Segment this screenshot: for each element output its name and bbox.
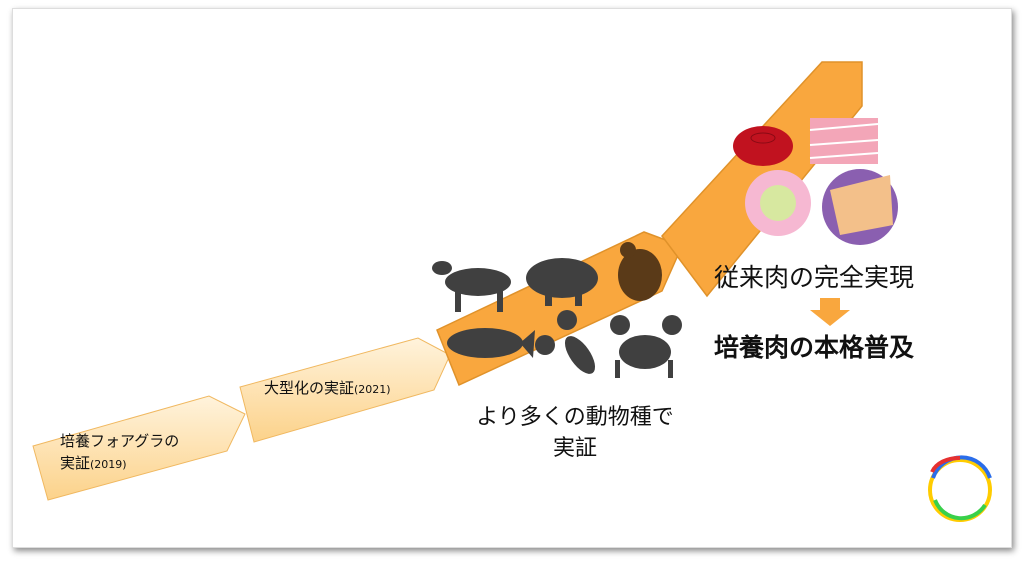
- epithelial-cell-icon: [822, 169, 898, 245]
- step-arrow-1: [32, 395, 246, 501]
- chicken-icon: [618, 242, 662, 301]
- step-2-text: 大型化の実証: [264, 379, 355, 397]
- step-3-line1: より多くの動物種で: [476, 405, 674, 430]
- step-1-year: (2019): [90, 458, 127, 471]
- step-arrow-2: [239, 337, 451, 443]
- muscle-cell-icon: [809, 118, 879, 164]
- goal-label: 従来肉の完全実現: [714, 263, 915, 292]
- step-1-line1: 培養フォアグラの: [60, 432, 180, 450]
- down-arrow-icon: [810, 298, 850, 326]
- cow-icon: [432, 261, 511, 312]
- crab-icon: [610, 315, 682, 378]
- lobster-icon: [535, 310, 596, 374]
- step-1-label: 培養フォアグラの 実証(2019): [60, 430, 179, 476]
- tuna-icon: [447, 328, 535, 358]
- pig-icon: [526, 258, 598, 306]
- step-2-year: (2021): [354, 383, 391, 396]
- step-1-line2: 実証(2019): [60, 452, 179, 476]
- step-3-line2: 実証: [552, 436, 597, 461]
- step-3-label: より多くの動物種で 実証: [455, 402, 695, 464]
- logo-ring-icon: [928, 455, 992, 522]
- step-2-label: 大型化の実証(2021): [264, 377, 391, 401]
- result-label: 培養肉の本格普及: [714, 333, 915, 362]
- red-blood-cell-icon: [733, 126, 793, 166]
- step-1-text: 実証: [60, 454, 91, 472]
- pancreatic-cell-icon: [745, 170, 811, 236]
